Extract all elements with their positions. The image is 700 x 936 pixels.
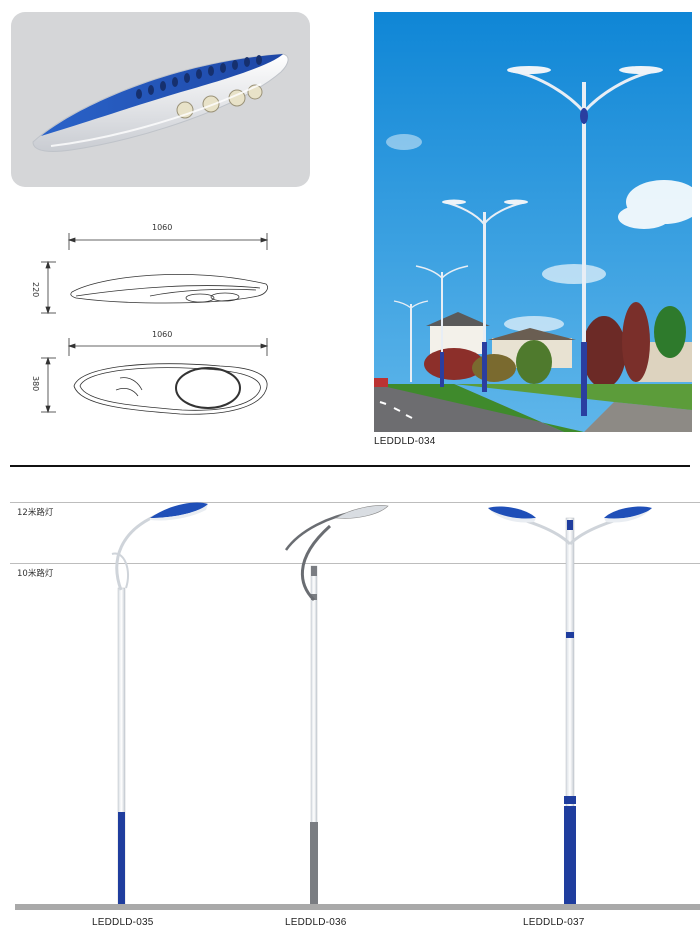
section-divider (10, 465, 690, 467)
led-lamp-head-render (32, 53, 289, 152)
side-height-label: 220 (31, 282, 40, 298)
street-lamp-photo (374, 12, 692, 432)
clouds (386, 134, 692, 332)
ground-line (15, 904, 700, 910)
lamp-dimension-drawing: 1060 220 1060 380 (30, 218, 290, 428)
street-scene (374, 12, 692, 432)
model-label-036: LEDDLD-036 (285, 917, 347, 928)
height-label-10m: 10米路灯 (17, 569, 54, 579)
side-length-label: 1060 (152, 223, 173, 232)
height-line-12m (10, 502, 700, 503)
pole-elevations (15, 502, 700, 910)
photo-caption: LEDDLD-034 (374, 436, 436, 447)
side-view-outline (70, 274, 268, 304)
dimension-lines (41, 233, 269, 415)
lamp-photo-panel (11, 12, 310, 187)
model-label-035: LEDDLD-035 (92, 917, 154, 928)
pole-leddld-036 (284, 505, 389, 905)
top-length-label: 1060 (152, 330, 173, 339)
top-width-label: 380 (31, 376, 40, 392)
height-label-12m: 12米路灯 (17, 508, 54, 518)
trees (424, 302, 686, 388)
photo-poles (393, 66, 663, 416)
pole-leddld-037 (488, 506, 652, 905)
model-label-037: LEDDLD-037 (523, 917, 585, 928)
height-line-10m (10, 563, 700, 564)
top-view-outline (73, 363, 268, 415)
pole-leddld-035 (111, 502, 208, 905)
